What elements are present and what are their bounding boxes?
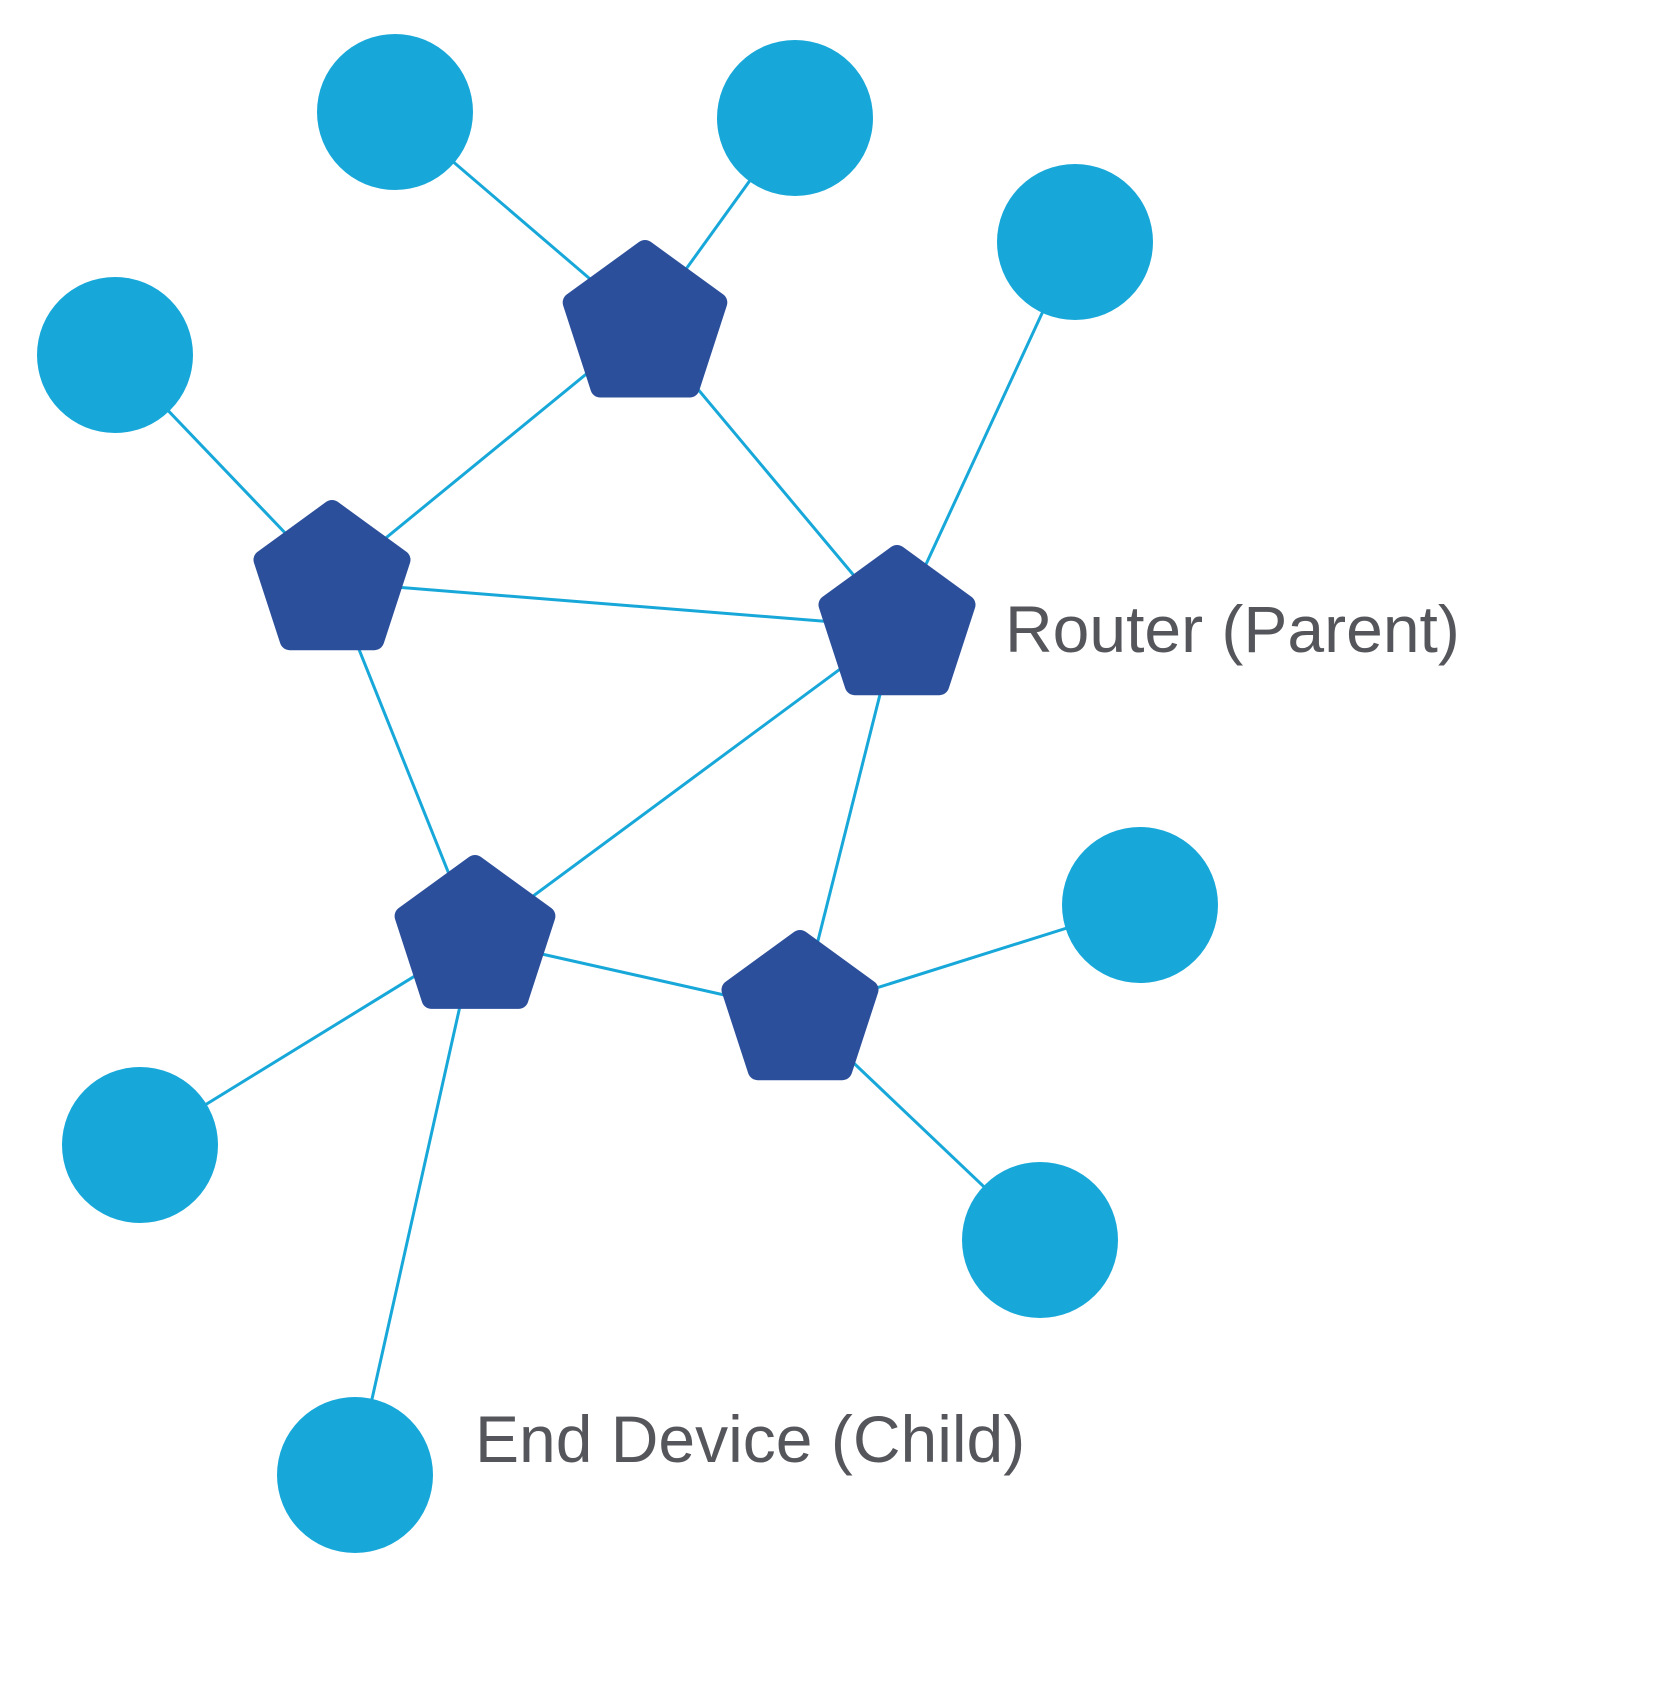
- router-node: [721, 930, 879, 1081]
- router-node: [562, 240, 728, 398]
- end-device-node: [37, 277, 193, 433]
- end-device-node: [1062, 827, 1218, 983]
- end-device-node: [317, 34, 473, 190]
- end-device-node: [962, 1162, 1118, 1318]
- end-device-node: [277, 1397, 433, 1553]
- router-parent-node: [818, 545, 976, 696]
- router-label: Router (Parent): [1005, 592, 1460, 666]
- end-device-node: [717, 40, 873, 196]
- router-node: [253, 500, 411, 651]
- network-link: [331, 580, 898, 629]
- end-device-node: [62, 1067, 218, 1223]
- network-link: [474, 625, 898, 941]
- end-device-node: [997, 164, 1153, 320]
- end-device-label: End Device (Child): [475, 1402, 1025, 1476]
- network-link: [353, 938, 477, 1476]
- router-node: [394, 855, 556, 1009]
